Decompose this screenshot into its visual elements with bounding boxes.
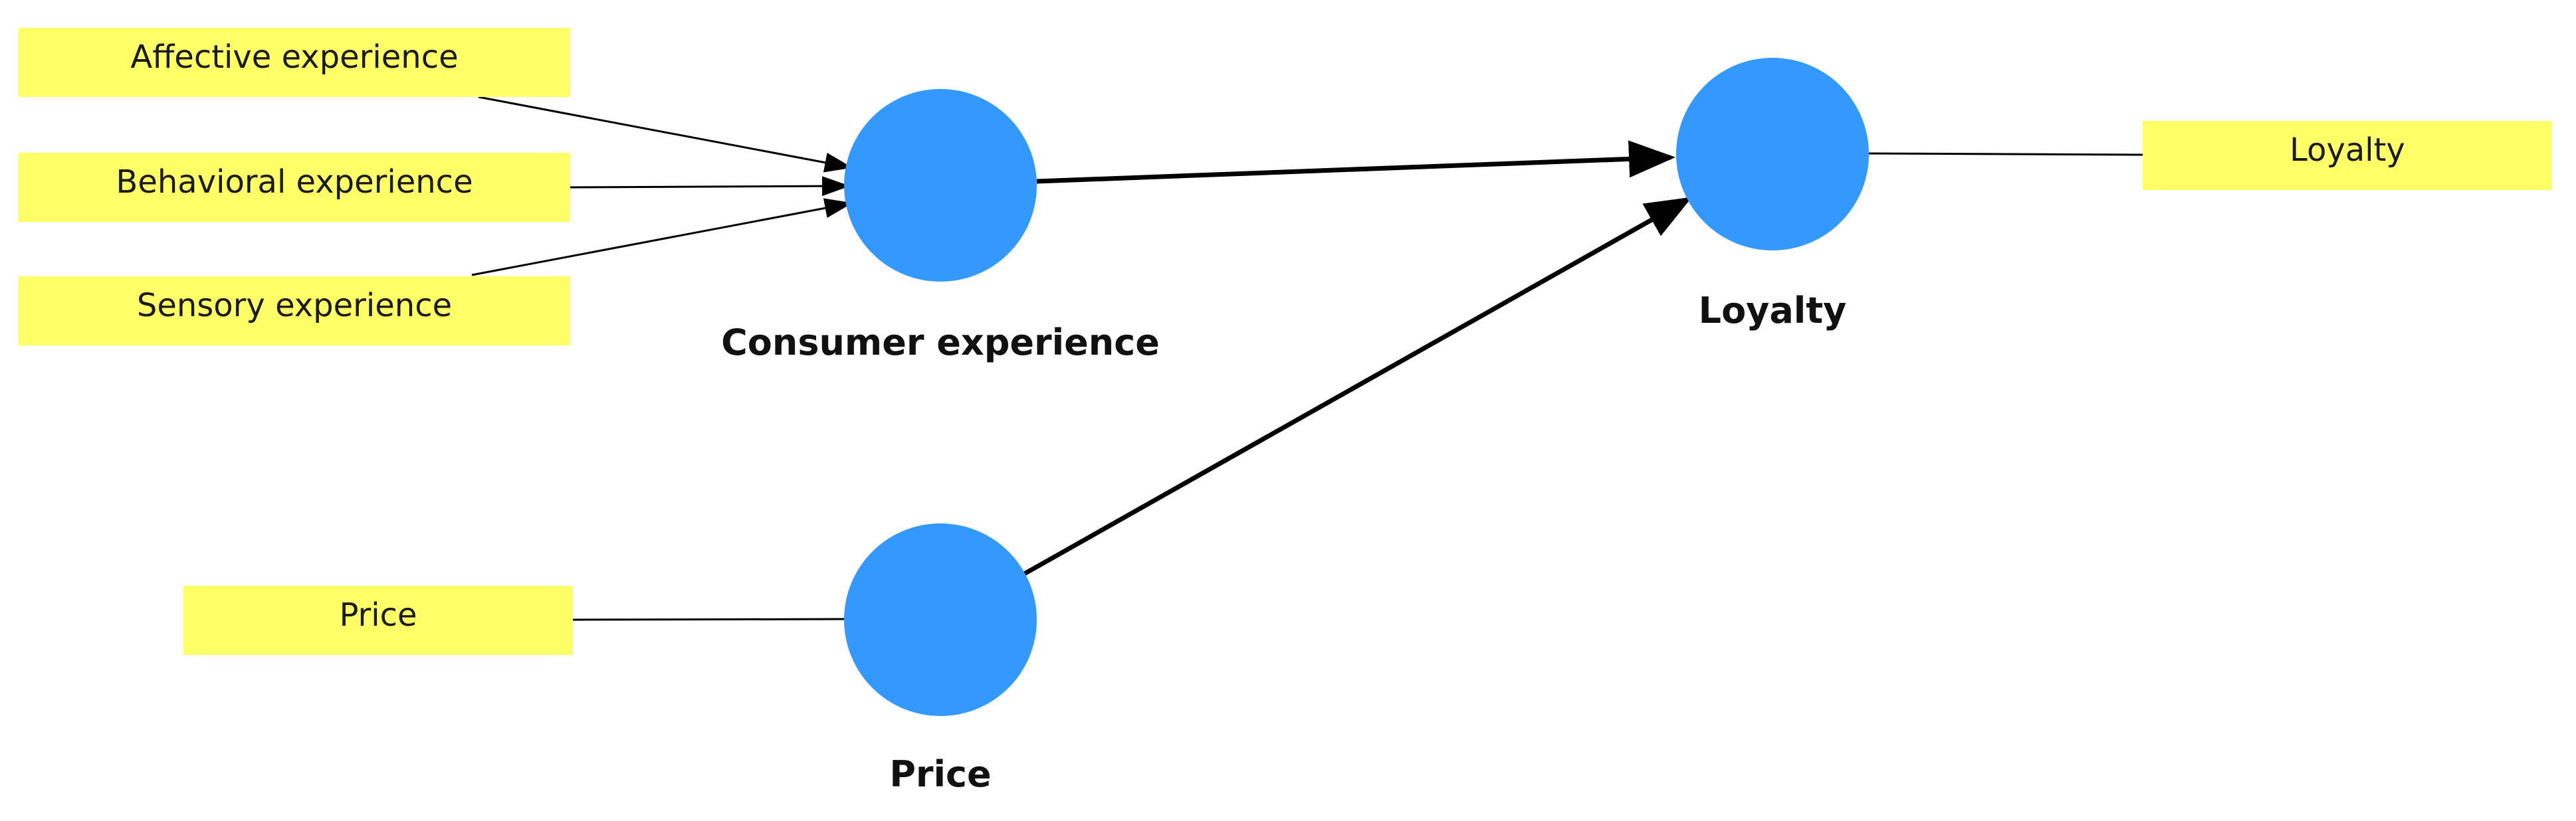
construct-loyalty[interactable]: Loyalty — [1676, 58, 1869, 331]
indicator-sensory-experience-label: Sensory experience — [137, 287, 452, 324]
construct-loyalty-label: Loyalty — [1699, 290, 1847, 331]
construct-loyalty-circle[interactable] — [1676, 58, 1869, 250]
indicator-behavioral-experience[interactable]: Behavioral experience — [19, 153, 570, 222]
construct-price-label: Price — [889, 753, 991, 795]
indicator-price[interactable]: Price — [183, 586, 573, 655]
edge-consumer-experience-to-loyalty — [1036, 140, 1675, 184]
edge-price-to-loyalty — [1023, 197, 1693, 577]
indicator-affective-experience-label: Affective experience — [130, 39, 458, 76]
indicator-behavioral-experience-label: Behavioral experience — [116, 163, 473, 201]
indicator-loyalty-label: Loyalty — [2290, 132, 2405, 169]
indicator-loyalty[interactable]: Loyalty — [2143, 121, 2552, 190]
edge-behavioral-to-consumer-experience — [570, 176, 850, 197]
edge-price-indicator-to-price — [572, 618, 846, 621]
construct-consumer-experience-circle[interactable] — [844, 89, 1037, 282]
construct-consumer-experience-label: Consumer experience — [721, 321, 1160, 363]
indicator-affective-experience[interactable]: Affective experience — [19, 28, 570, 97]
edge-affective-to-consumer-experience — [478, 96, 853, 173]
edge-loyalty-to-loyalty-indicator — [1868, 152, 2143, 156]
construct-price-circle[interactable] — [844, 523, 1037, 716]
indicator-sensory-experience[interactable]: Sensory experience — [19, 276, 570, 345]
construct-consumer-experience[interactable]: Consumer experience — [721, 89, 1160, 363]
indicator-price-label: Price — [339, 596, 417, 634]
edge-sensory-to-consumer-experience — [471, 198, 853, 276]
construct-price[interactable]: Price — [844, 523, 1037, 795]
